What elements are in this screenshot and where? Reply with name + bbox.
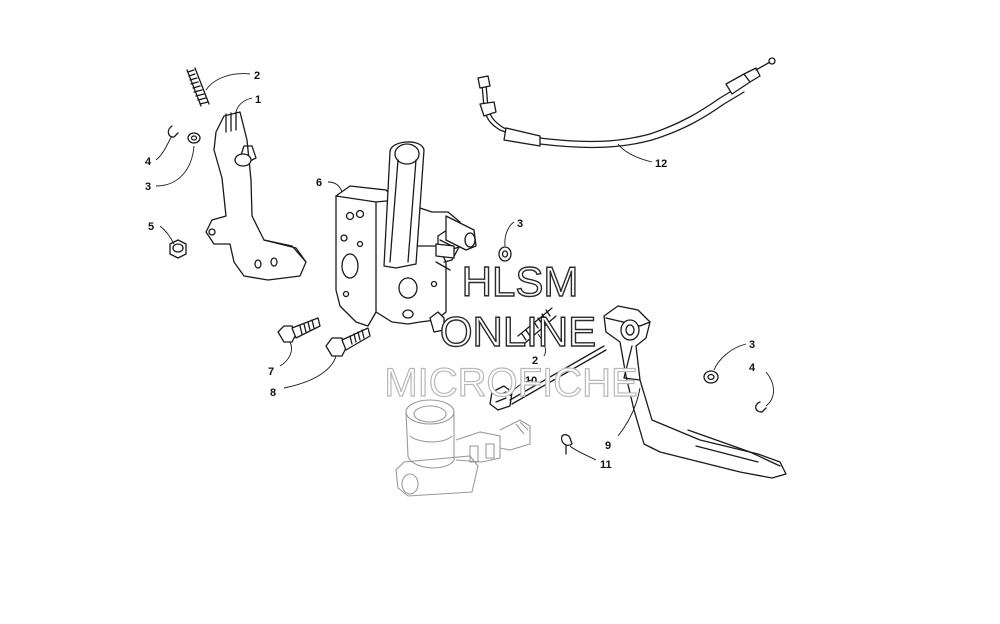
callout-3-center: 3: [517, 218, 523, 230]
brake-arm-left: [205, 111, 307, 281]
callout-9: 9: [605, 440, 611, 452]
callout-10: 10: [525, 375, 537, 387]
e-clip-right: [755, 401, 767, 413]
watermark-line-2: ONLINE: [440, 308, 596, 355]
spring-upper: [186, 67, 210, 107]
callout-3-left: 3: [145, 181, 151, 193]
callout-4-left: 4: [145, 156, 152, 168]
bolt-7: [277, 317, 321, 343]
callout-2-upper: 2: [254, 70, 260, 82]
clevis: [489, 345, 607, 411]
callouts: 2 1 4 3 5 6 3 12 7 8 2 10 3 4 9 11: [145, 70, 756, 471]
bolt-8: [325, 327, 371, 357]
callout-5: 5: [148, 221, 154, 233]
brake-pedal-right: [603, 305, 787, 479]
callout-2-center: 2: [532, 355, 538, 367]
cotter-pin: [560, 434, 573, 455]
callout-12: 12: [655, 158, 667, 170]
washer-left: [187, 132, 201, 144]
bracket-strap: [383, 141, 425, 269]
watermark-line-1: HLSM: [462, 258, 579, 305]
callout-6: 6: [316, 177, 322, 189]
callout-4-right: 4: [749, 362, 756, 374]
callout-1: 1: [255, 94, 261, 106]
callout-3-right: 3: [749, 339, 755, 351]
nut-left: [169, 239, 187, 259]
watermark-line-3: MICROFICHE: [384, 361, 637, 405]
watermark: HLSM ONLINE MICROFICHE: [384, 257, 639, 405]
callout-11: 11: [600, 459, 612, 471]
washer-center: [498, 246, 512, 262]
leader-lines: [155, 73, 774, 461]
washer-right: [703, 370, 719, 384]
callout-8: 8: [270, 387, 276, 399]
master-cylinder: [395, 399, 531, 497]
brake-cable: [477, 57, 776, 149]
spring-center: [517, 307, 557, 345]
callout-7: 7: [268, 366, 274, 378]
e-clip-left: [167, 125, 179, 138]
